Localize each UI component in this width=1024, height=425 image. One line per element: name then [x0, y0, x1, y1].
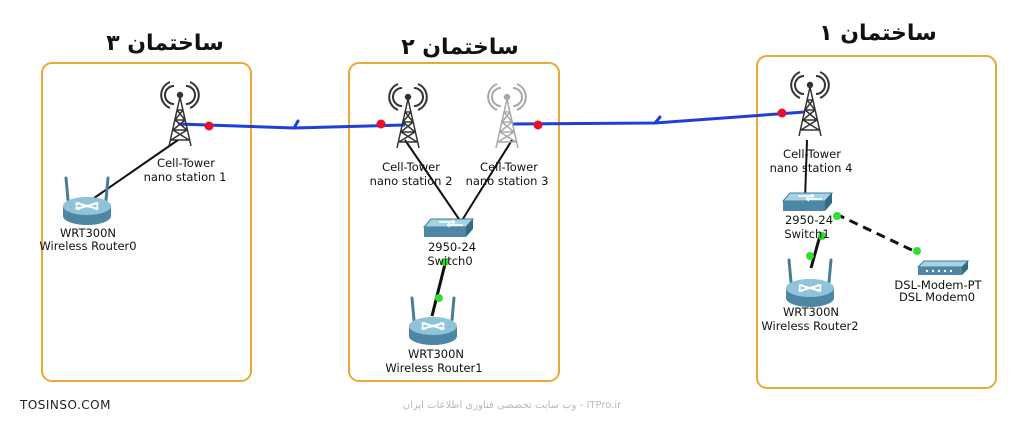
device-label-line2: nano station 4 [770, 161, 853, 175]
port-dot-switch0 [441, 258, 449, 266]
link-tower1-router0[interactable] [83, 139, 179, 206]
device-router1[interactable]: WRT300N Wireless Router1 [385, 296, 483, 375]
device-label-line2: Wireless Router1 [385, 361, 482, 375]
link-switch0-router1[interactable] [430, 259, 448, 317]
device-router2[interactable]: WRT300N Wireless Router2 [761, 258, 859, 333]
watermark-center: ITPro.ir - وب سایت تخصصی فناوری اطلاعات … [403, 400, 622, 411]
building-3-title: ساختمان ۳ [106, 31, 224, 56]
tower-icon [160, 81, 200, 147]
device-label-line1: WRT300N [408, 347, 464, 361]
building-area-1 [756, 55, 997, 389]
building-1-title: ساختمان ۱ [819, 21, 937, 46]
serial-link-tower1-tower2[interactable] [177, 119, 406, 130]
router-icon [407, 296, 459, 347]
device-tower3[interactable]: Cell-Tower nano station 3 [466, 83, 549, 188]
port-dot-router1 [435, 294, 443, 302]
switch-icon [782, 192, 833, 212]
port-dot-tower4 [777, 108, 787, 118]
port-dot-tower1 [204, 121, 214, 131]
link-tower2-switch0[interactable] [404, 139, 462, 223]
router-icon [61, 176, 113, 227]
building-2-title: ساختمان ۲ [401, 35, 519, 60]
tower-icon [790, 71, 830, 137]
device-label-line2: Switch1 [784, 227, 829, 241]
serial-link-tower3-tower4[interactable] [511, 110, 806, 126]
port-dot-switch1-modem [833, 212, 841, 220]
device-label-line1: Cell-Tower [783, 147, 841, 161]
device-label-line2: Switch0 [427, 254, 472, 268]
device-label-line1: WRT300N [783, 305, 839, 319]
device-label-line2: nano station 2 [370, 174, 453, 188]
port-dot-switch1-router [818, 232, 826, 240]
device-tower2[interactable]: Cell-Tower nano station 2 [370, 83, 453, 188]
device-switch1[interactable]: 2950-24 Switch1 [782, 192, 833, 241]
device-label-line2: Wireless Router0 [39, 239, 136, 253]
device-label-line1: 2950-24 [785, 213, 833, 227]
modem-icon [917, 260, 969, 276]
port-dot-modem0 [913, 247, 921, 255]
building-area-2 [348, 62, 560, 382]
tower-icon [388, 83, 428, 149]
device-label-line1: Cell-Tower [382, 160, 440, 174]
link-tower4-switch1[interactable] [804, 139, 808, 201]
device-label-line1: WRT300N [60, 226, 116, 240]
device-label-line2: nano station 3 [466, 174, 549, 188]
device-label-line1: Cell-Tower [480, 160, 538, 174]
port-dot-tower2 [376, 119, 386, 129]
link-tower3-switch0[interactable] [460, 139, 513, 223]
device-label-line1: 2950-24 [428, 240, 476, 254]
link-switch1-modem0[interactable] [835, 212, 917, 254]
port-dot-tower3 [533, 120, 543, 130]
device-tower1[interactable]: Cell-Tower nano station 1 [144, 81, 227, 184]
tower-icon [487, 83, 527, 149]
device-label-line2: nano station 1 [144, 170, 227, 184]
device-switch0[interactable]: 2950-24 Switch0 [423, 218, 476, 268]
port-dot-router2 [806, 252, 814, 260]
device-router0[interactable]: WRT300N Wireless Router0 [39, 176, 137, 253]
building-area-3 [41, 62, 252, 382]
device-label-line2: DSL Modem0 [899, 290, 975, 304]
device-label-line1: Cell-Tower [157, 156, 215, 170]
device-modem0[interactable]: DSL-Modem-PT DSL Modem0 [894, 260, 983, 304]
device-label-line2: Wireless Router2 [761, 319, 858, 333]
watermark-left: TOSINSO.COM [19, 398, 111, 412]
device-label-line1: DSL-Modem-PT [894, 278, 982, 292]
switch-icon [423, 218, 474, 238]
device-tower4[interactable]: Cell-Tower nano station 4 [770, 71, 853, 175]
